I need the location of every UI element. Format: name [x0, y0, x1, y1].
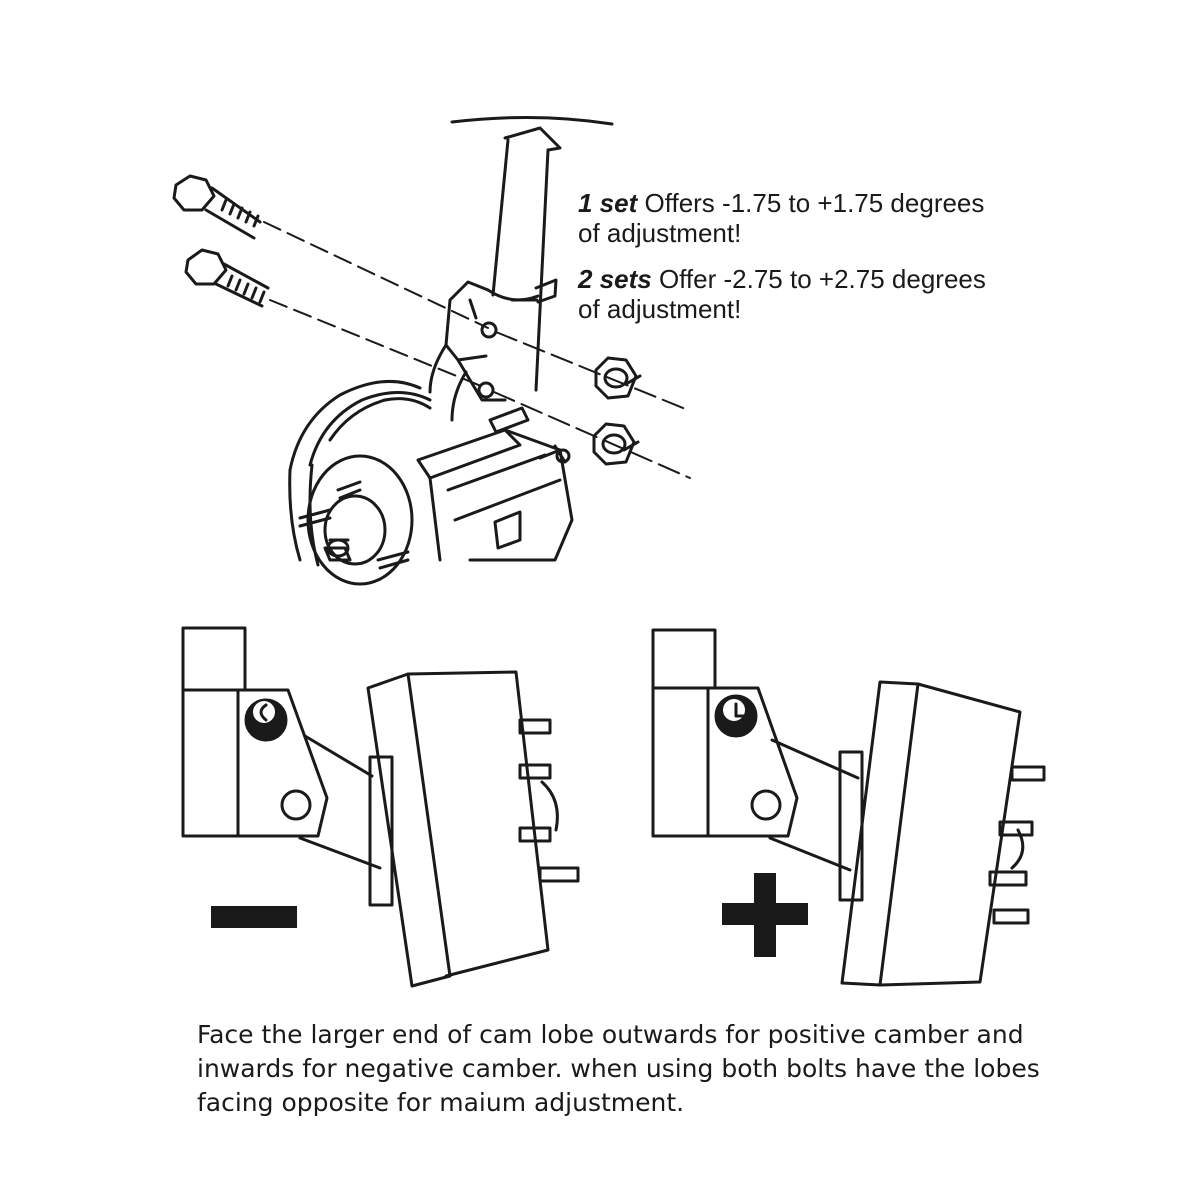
negative-camber-illustration: [181, 626, 580, 988]
lower-nut-illustration: [592, 422, 640, 466]
one-set-adjustment-note: 1 set Offers -1.75 to +1.75 degrees of a…: [578, 188, 1058, 248]
upper-bolt-illustration: [172, 174, 262, 240]
two-sets-adjustment-note: 2 sets Offer -2.75 to +2.75 degrees of a…: [578, 264, 1058, 324]
strut-assembly-illustration: [172, 115, 691, 586]
minus-sign: [211, 906, 297, 928]
one-set-range: Offers -1.75 to +1.75 degrees: [637, 188, 985, 218]
two-sets-suffix: of adjustment!: [578, 294, 742, 324]
caption-line-2: inwards for negative camber. when using …: [197, 1054, 1040, 1083]
two-sets-label: 2 sets: [578, 264, 652, 294]
two-sets-range: Offer -2.75 to +2.75 degrees: [651, 264, 986, 294]
positive-camber-illustration: [651, 628, 1046, 987]
instruction-caption: Face the larger end of cam lobe outwards…: [197, 1018, 1057, 1120]
caption-line-1: Face the larger end of cam lobe outwards…: [197, 1020, 1024, 1049]
one-set-label: 1 set: [578, 188, 638, 218]
lower-bolt-illustration: [184, 248, 270, 308]
plus-sign: [722, 873, 808, 957]
caption-line-3: facing opposite for maium adjustment.: [197, 1088, 685, 1117]
upper-nut-illustration: [594, 356, 642, 400]
one-set-suffix: of adjustment!: [578, 218, 742, 248]
